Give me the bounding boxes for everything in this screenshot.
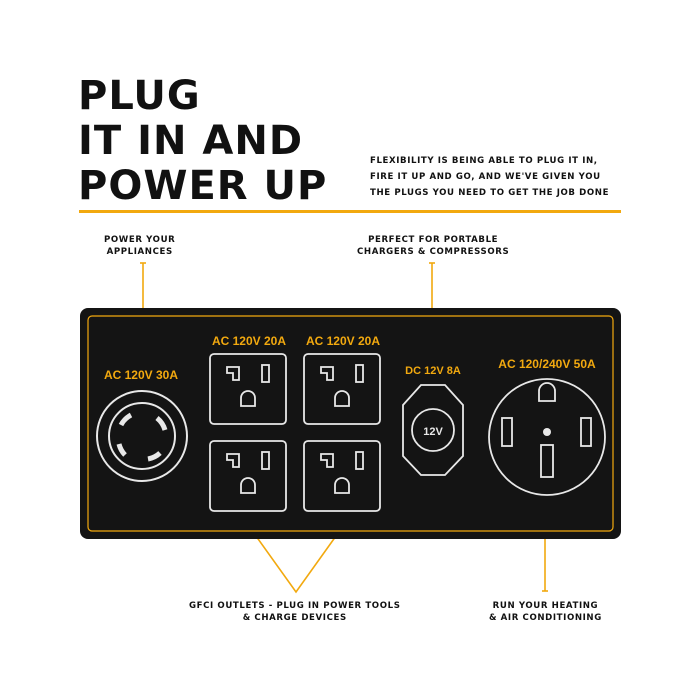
label-large-outlet: AC 120/240V 50A <box>498 357 596 371</box>
callout-gfci-line-1: GFCI OUTLETS - PLUG IN POWER TOOLS <box>189 601 401 611</box>
large-outlet-right-slot <box>580 417 592 447</box>
tagline-line-1: FLEXIBILITY IS BEING ABLE TO PLUG IT IN, <box>370 156 598 166</box>
gfci-slot <box>261 364 270 383</box>
label-duplex-left: AC 120V 20A <box>212 334 286 348</box>
large-outlet-left-slot <box>501 417 513 447</box>
dc-socket-ring <box>411 408 455 452</box>
callout-heating-line-1: RUN YOUR HEATING <box>492 601 599 611</box>
callout-appliances: POWER YOUR APPLIANCES <box>104 234 175 258</box>
accent-divider <box>79 210 621 213</box>
twistlock-slot-3 <box>147 451 162 462</box>
gfci-outlet-bottom-left <box>209 440 287 512</box>
twistlock-outer-ring <box>96 390 188 482</box>
large-outlet-face <box>488 378 606 496</box>
gfci-face <box>303 440 381 512</box>
panel-border <box>87 315 614 532</box>
twistlock-slot-1 <box>118 412 133 427</box>
twistlock-slot-2 <box>155 416 168 431</box>
callout-gfci-line-2: & CHARGE DEVICES <box>242 613 347 623</box>
gfci-ground-hole <box>334 477 350 494</box>
callout-portable-line-1: PERFECT FOR PORTABLE <box>368 235 499 245</box>
headline: PLUG IT IN AND POWER UP <box>78 74 327 209</box>
gfci-t-slot <box>320 453 334 468</box>
leader-line-gfci <box>245 521 347 594</box>
callout-heating-line-2: & AIR CONDITIONING <box>489 613 602 623</box>
gfci-slot <box>355 364 364 383</box>
label-duplex-right: AC 120V 20A <box>306 334 380 348</box>
callout-portable: PERFECT FOR PORTABLE CHARGERS & COMPRESS… <box>357 234 509 258</box>
large-outlet-neutral-slot <box>540 444 554 478</box>
tagline-line-3: THE PLUGS YOU NEED TO GET THE JOB DONE <box>370 188 610 198</box>
gfci-face <box>209 353 287 425</box>
gfci-face <box>303 353 381 425</box>
gfci-t-slot <box>226 366 240 381</box>
label-dc: DC 12V 8A <box>405 365 461 377</box>
gfci-face <box>209 440 287 512</box>
dc-socket <box>402 384 464 476</box>
callout-appliances-line-1: POWER YOUR <box>104 235 176 245</box>
tagline: FLEXIBILITY IS BEING ABLE TO PLUG IT IN,… <box>370 153 609 201</box>
gfci-outlet-top-left <box>209 353 287 425</box>
gfci-t-slot <box>320 366 334 381</box>
large-outlet-50a <box>488 378 606 496</box>
headline-line-3: POWER UP <box>78 163 328 209</box>
tagline-line-2: FIRE IT UP AND GO, AND WE'VE GIVEN YOU <box>370 172 601 182</box>
callout-heating: RUN YOUR HEATING & AIR CONDITIONING <box>489 600 602 624</box>
callout-gfci: GFCI OUTLETS - PLUG IN POWER TOOLS & CHA… <box>189 600 401 624</box>
gfci-ground-hole <box>240 477 256 494</box>
gfci-ground-hole <box>240 390 256 407</box>
callout-appliances-line-2: APPLIANCES <box>106 247 173 257</box>
dc-socket-text: 12V <box>423 426 443 438</box>
twistlock-slots <box>116 412 168 462</box>
gfci-outlet-top-right <box>303 353 381 425</box>
gfci-slot <box>355 451 364 470</box>
twistlock-slot-4 <box>116 443 127 457</box>
twistlock-inner-ring <box>108 402 176 470</box>
gfci-outlet-bottom-right <box>303 440 381 512</box>
large-outlet-center-dot <box>543 428 551 436</box>
headline-line-1: PLUG <box>78 73 201 119</box>
headline-line-2: IT IN AND <box>78 118 304 164</box>
dc-socket-housing <box>402 384 464 476</box>
twistlock-outlet <box>96 390 188 482</box>
label-twistlock: AC 120V 30A <box>104 368 178 382</box>
callout-portable-line-2: CHARGERS & COMPRESSORS <box>357 247 510 257</box>
large-outlet-ground <box>538 382 556 402</box>
gfci-slot <box>261 451 270 470</box>
gfci-ground-hole <box>334 390 350 407</box>
gfci-t-slot <box>226 453 240 468</box>
